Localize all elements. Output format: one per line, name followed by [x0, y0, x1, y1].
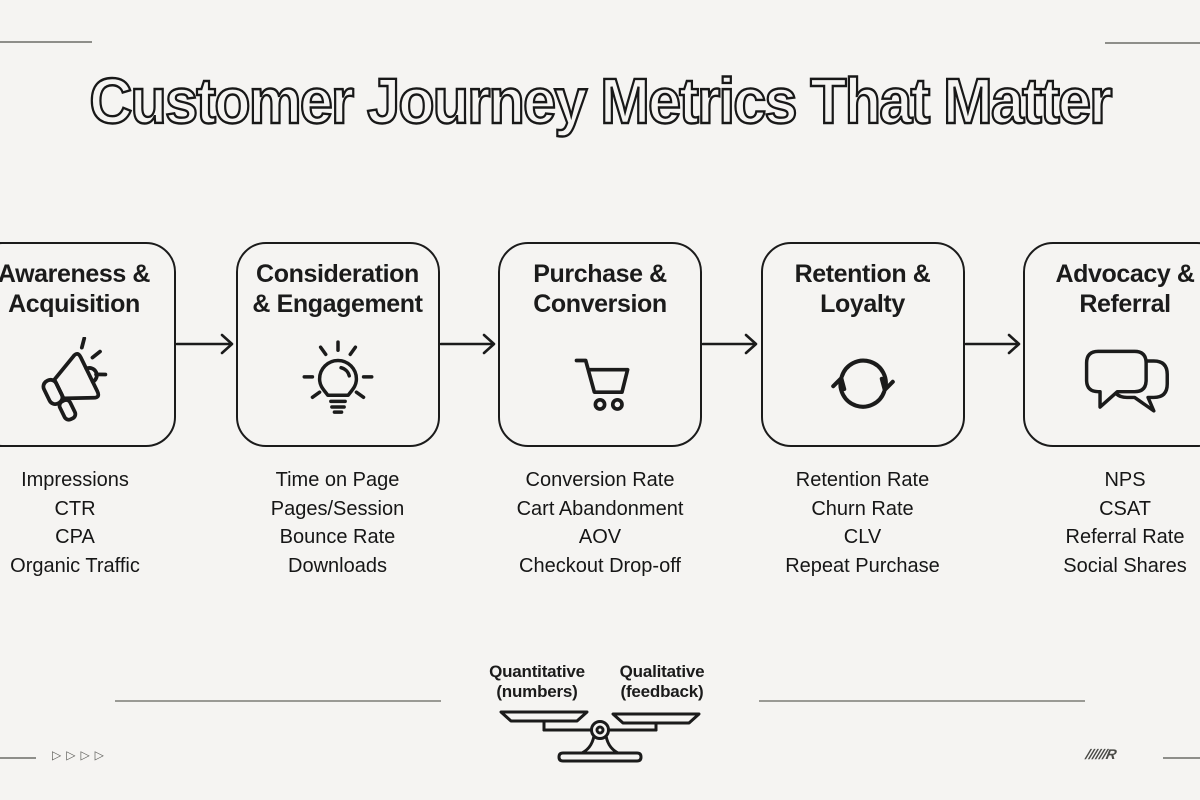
flow-arrow-4 — [965, 333, 1021, 355]
metrics-list-advocacy: NPS CSAT Referral Rate Social Shares — [1000, 466, 1200, 580]
stage-card-advocacy: Advocacy & Referral — [1023, 242, 1200, 447]
cycle-arrows-icon — [817, 323, 909, 445]
metric-item: Pages/Session — [270, 497, 405, 520]
stage-title: Consideration & Engagement — [252, 259, 423, 319]
stage-title: Advocacy & Referral — [1055, 259, 1195, 319]
qualitative-label-line2: (feedback) — [620, 681, 704, 701]
metric-item: AOV — [578, 526, 622, 548]
shopping-cart-icon — [554, 323, 646, 445]
quantitative-label-line1: Quantitative — [489, 662, 585, 681]
stage-title-line2: Loyalty — [820, 290, 905, 318]
bottom-right-divider — [759, 700, 1085, 702]
balance-scale-icon — [497, 706, 703, 769]
page-title: Customer Journey Metrics That Matter — [88, 64, 1113, 138]
megaphone-icon — [27, 323, 121, 445]
stage-title-line1: Consideration — [256, 260, 419, 288]
metric-item: Retention Rate — [795, 469, 930, 491]
top-right-line — [1105, 42, 1200, 44]
metrics-list-purchase: Conversion Rate Cart Abandonment AOV Che… — [475, 466, 725, 580]
hatch-marks-icon: //////R — [1084, 746, 1118, 762]
stage-card-awareness: Awareness & Acquisition — [0, 242, 176, 447]
stage-card-consideration: Consideration & Engagement — [235, 242, 440, 447]
stage-title-line2: & Engagement — [252, 290, 423, 318]
metric-item: Bounce Rate — [279, 526, 396, 548]
metric-item: CTR — [54, 497, 96, 520]
metrics-list-consideration: Time on Page Pages/Session Bounce Rate D… — [213, 466, 463, 580]
stage-title-line1: Retention & — [794, 260, 931, 288]
stage-title-line1: Awareness & — [0, 260, 151, 288]
stage-title: Retention & Loyalty — [795, 259, 931, 319]
metric-item: CSAT — [1099, 497, 1151, 520]
stage-title-line2: Conversion — [533, 290, 667, 318]
qualitative-label-line1: Qualitative — [619, 662, 705, 681]
metric-item: Checkout Drop-off — [519, 554, 681, 577]
stage-title: Awareness & Acquisition — [0, 259, 150, 319]
bottom-left-divider — [115, 700, 441, 702]
flow-arrow-2 — [440, 333, 496, 355]
metric-item: Downloads — [288, 554, 387, 577]
speech-bubbles-icon — [1077, 323, 1173, 445]
metric-item: Cart Abandonment — [516, 497, 684, 520]
lightbulb-icon — [292, 323, 384, 445]
stage-title-line1: Purchase & — [533, 260, 667, 288]
metric-item: CLV — [843, 526, 882, 548]
triangle-marks-icon: ▷▷▷▷ — [52, 748, 109, 762]
metrics-list-awareness: Impressions CTR CPA Organic Traffic — [0, 466, 200, 580]
qualitative-label: Qualitative (feedback) — [587, 662, 737, 701]
metric-item: Churn Rate — [811, 497, 914, 520]
quantitative-label-line2: (numbers) — [496, 681, 578, 701]
metric-item: Organic Traffic — [10, 554, 140, 577]
stage-title: Purchase & Conversion — [533, 259, 667, 319]
metric-item: NPS — [1104, 469, 1146, 491]
metric-item: Time on Page — [275, 469, 400, 491]
quantitative-label: Quantitative (numbers) — [462, 662, 612, 701]
metric-item: Social Shares — [1063, 554, 1187, 577]
flow-arrow-3 — [702, 333, 758, 355]
bottom-right-corner-line — [1163, 757, 1200, 759]
stage-title-line2: Acquisition — [8, 290, 140, 318]
metric-item: Impressions — [21, 469, 129, 491]
bottom-left-corner-line — [0, 757, 36, 759]
metric-item: Referral Rate — [1065, 526, 1185, 548]
stage-title-line2: Referral — [1079, 290, 1171, 318]
stage-card-retention: Retention & Loyalty — [760, 242, 965, 447]
flow-arrow-1 — [176, 333, 234, 355]
stage-title-line1: Advocacy & — [1055, 260, 1195, 288]
metric-item: Conversion Rate — [525, 469, 675, 491]
top-left-line — [0, 41, 92, 43]
metric-item: Repeat Purchase — [785, 554, 940, 577]
metric-item: CPA — [55, 526, 95, 548]
stage-card-purchase: Purchase & Conversion — [498, 242, 702, 447]
metrics-list-retention: Retention Rate Churn Rate CLV Repeat Pur… — [738, 466, 988, 580]
